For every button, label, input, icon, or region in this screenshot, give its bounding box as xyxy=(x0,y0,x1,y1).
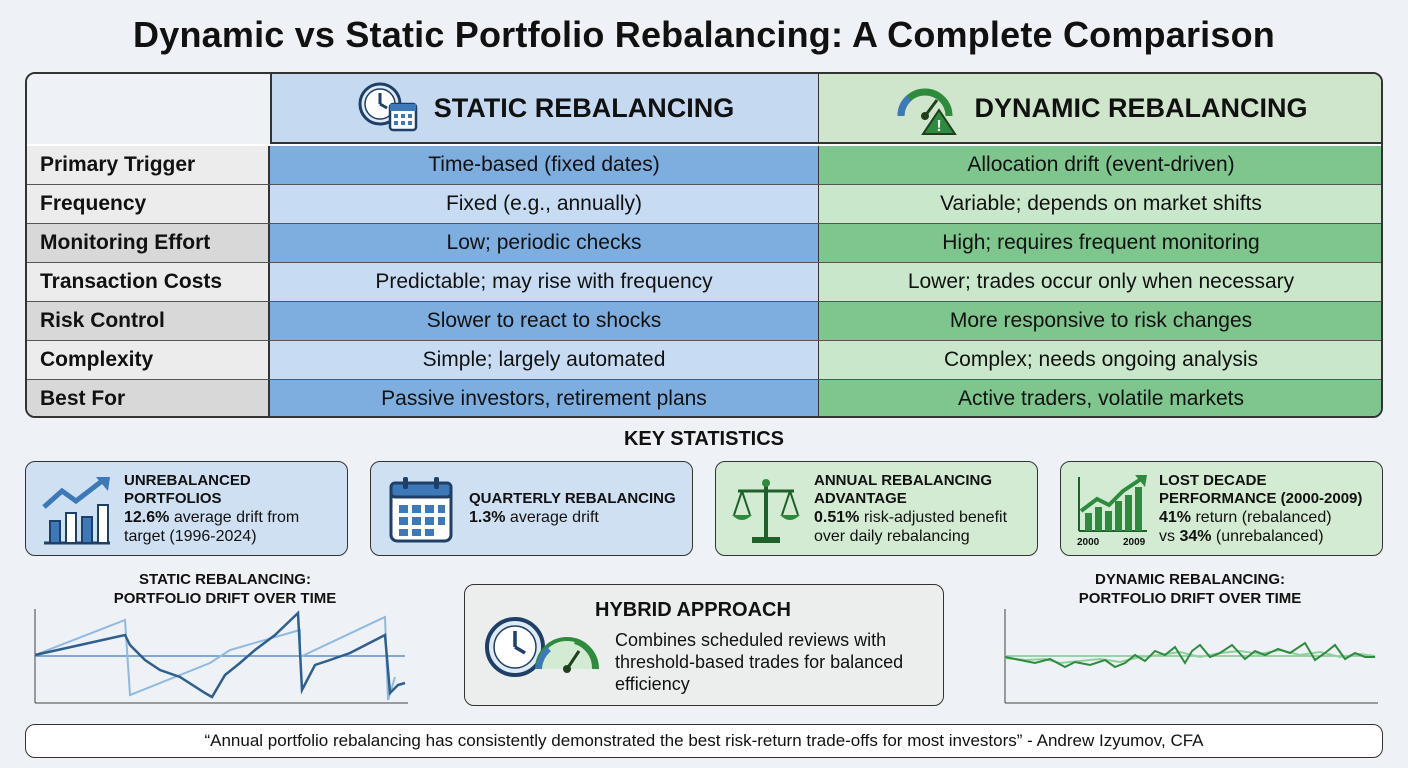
static-cell: Slower to react to shocks xyxy=(270,302,819,340)
table-row: Complexity Simple; largely automated Com… xyxy=(27,341,1381,380)
row-label: Transaction Costs xyxy=(27,263,270,301)
row-label: Monitoring Effort xyxy=(27,224,270,262)
dynamic-cell: Allocation drift (event-driven) xyxy=(819,146,1381,184)
gauge-warning-icon: ! xyxy=(896,88,957,135)
dynamic-drift-dark xyxy=(1004,641,1375,669)
stat-card-quarterly: QUARTERLY REBALANCING 1.3% average drift xyxy=(370,461,693,556)
stat-heading: UNREBALANCED PORTFOLIOS xyxy=(124,471,251,507)
stat-card-annual: ANNUAL REBALANCING ADVANTAGE 0.51% risk-… xyxy=(715,461,1038,556)
svg-text:!: ! xyxy=(936,118,941,135)
stat-value: 41% xyxy=(1159,508,1192,526)
static-cell: Fixed (e.g., annually) xyxy=(270,185,819,223)
chart-title-line: PORTFOLIO DRIFT OVER TIME xyxy=(1078,590,1302,607)
chart-title-line: STATIC REBALANCING: xyxy=(139,571,311,588)
table-row: Risk Control Slower to react to shocks M… xyxy=(27,302,1381,341)
clock-gauge-icon xyxy=(485,617,599,677)
page-title: Dynamic vs Static Portfolio Rebalancing:… xyxy=(133,14,1275,55)
row-label: Frequency xyxy=(27,185,270,223)
chart-title-line: DYNAMIC REBALANCING: xyxy=(1095,571,1285,588)
stat-value-2: 34% xyxy=(1179,527,1212,545)
dynamic-cell: Complex; needs ongoing analysis xyxy=(819,341,1381,379)
stat-text: average drift from target (1996-2024) xyxy=(124,508,300,545)
static-header: STATIC REBALANCING xyxy=(270,74,819,144)
dynamic-cell: Variable; depends on market shifts xyxy=(819,185,1381,223)
stat-heading: LOST DECADE PERFORMANCE (2000-2009) xyxy=(1159,471,1363,507)
table-row: Monitoring Effort Low; periodic checks H… xyxy=(27,224,1381,263)
stat-heading: QUARTERLY REBALANCING xyxy=(469,490,676,507)
scale-icon xyxy=(732,478,800,543)
calendar-icon xyxy=(389,476,453,542)
dynamic-cell: Lower; trades occur only when necessary xyxy=(819,263,1381,301)
key-statistics-title: KEY STATISTICS xyxy=(623,428,785,450)
dynamic-chart-title: DYNAMIC REBALANCING: PORTFOLIO DRIFT OVE… xyxy=(1020,570,1360,608)
static-header-label: STATIC REBALANCING xyxy=(433,92,735,123)
dynamic-cell: High; requires frequent monitoring xyxy=(819,224,1381,262)
hybrid-approach-card: HYBRID APPROACH Combines scheduled revie… xyxy=(464,584,944,706)
stat-text-2: (unrebalanced) xyxy=(1211,527,1324,545)
stat-heading: ANNUAL REBALANCING ADVANTAGE xyxy=(814,471,993,507)
stat-card-lost-decade: 2000 2009 LOST DECADE PERFORMANCE (2000-… xyxy=(1060,461,1383,556)
dynamic-cell: More responsive to risk changes xyxy=(819,302,1381,340)
static-chart-title: STATIC REBALANCING: PORTFOLIO DRIFT OVER… xyxy=(60,570,390,608)
stat-card-unrebalanced: UNREBALANCED PORTFOLIOS 12.6% average dr… xyxy=(25,461,348,556)
dynamic-drift-chart xyxy=(1004,609,1378,704)
growth-chart-icon xyxy=(42,476,110,544)
static-cell: Time-based (fixed dates) xyxy=(270,146,819,184)
stat-prefix: vs xyxy=(1159,527,1180,545)
dynamic-header: ! DYNAMIC REBALANCING xyxy=(819,74,1381,144)
table-row: Frequency Fixed (e.g., annually) Variabl… xyxy=(27,185,1381,224)
chart-title-line: PORTFOLIO DRIFT OVER TIME xyxy=(113,590,337,607)
static-cell: Predictable; may rise with frequency xyxy=(270,263,819,301)
stat-text: average drift xyxy=(505,509,599,526)
table-row: Transaction Costs Predictable; may rise … xyxy=(27,263,1381,302)
table-row: Primary Trigger Time-based (fixed dates)… xyxy=(27,146,1381,185)
stat-text: return (rebalanced) xyxy=(1191,508,1332,526)
static-drift-light xyxy=(34,615,396,701)
stat-value: 1.3% xyxy=(469,509,506,526)
table-row: Best For Passive investors, retirement p… xyxy=(27,380,1381,416)
clock-calendar-icon xyxy=(358,82,417,132)
table-corner xyxy=(27,74,270,144)
row-label: Best For xyxy=(27,380,270,416)
stat-text: risk-adjusted benefit over daily rebalan… xyxy=(814,508,1008,545)
stat-value: 12.6% xyxy=(124,508,170,526)
dynamic-cell: Active traders, volatile markets xyxy=(819,380,1381,416)
static-drift-dark xyxy=(34,610,406,699)
row-label: Risk Control xyxy=(27,302,270,340)
row-label: Primary Trigger xyxy=(27,146,270,184)
static-cell: Passive investors, retirement plans xyxy=(270,380,819,416)
static-drift-chart xyxy=(34,609,408,704)
static-cell: Low; periodic checks xyxy=(270,224,819,262)
year-start-label: 2000 xyxy=(1077,537,1100,548)
row-label: Complexity xyxy=(27,341,270,379)
static-cell: Simple; largely automated xyxy=(270,341,819,379)
hybrid-body: Combines scheduled reviews with threshol… xyxy=(615,630,904,694)
hybrid-heading: HYBRID APPROACH xyxy=(595,599,791,621)
bar-growth-icon: 2000 2009 xyxy=(1077,474,1147,548)
quote-banner: “Annual portfolio rebalancing has consis… xyxy=(25,724,1383,758)
comparison-table: STATIC REBALANCING ! DYNAMIC REBALANCING… xyxy=(25,72,1383,418)
year-end-label: 2009 xyxy=(1123,537,1146,548)
dynamic-header-label: DYNAMIC REBALANCING xyxy=(974,92,1308,123)
stat-value: 0.51% xyxy=(814,508,860,526)
